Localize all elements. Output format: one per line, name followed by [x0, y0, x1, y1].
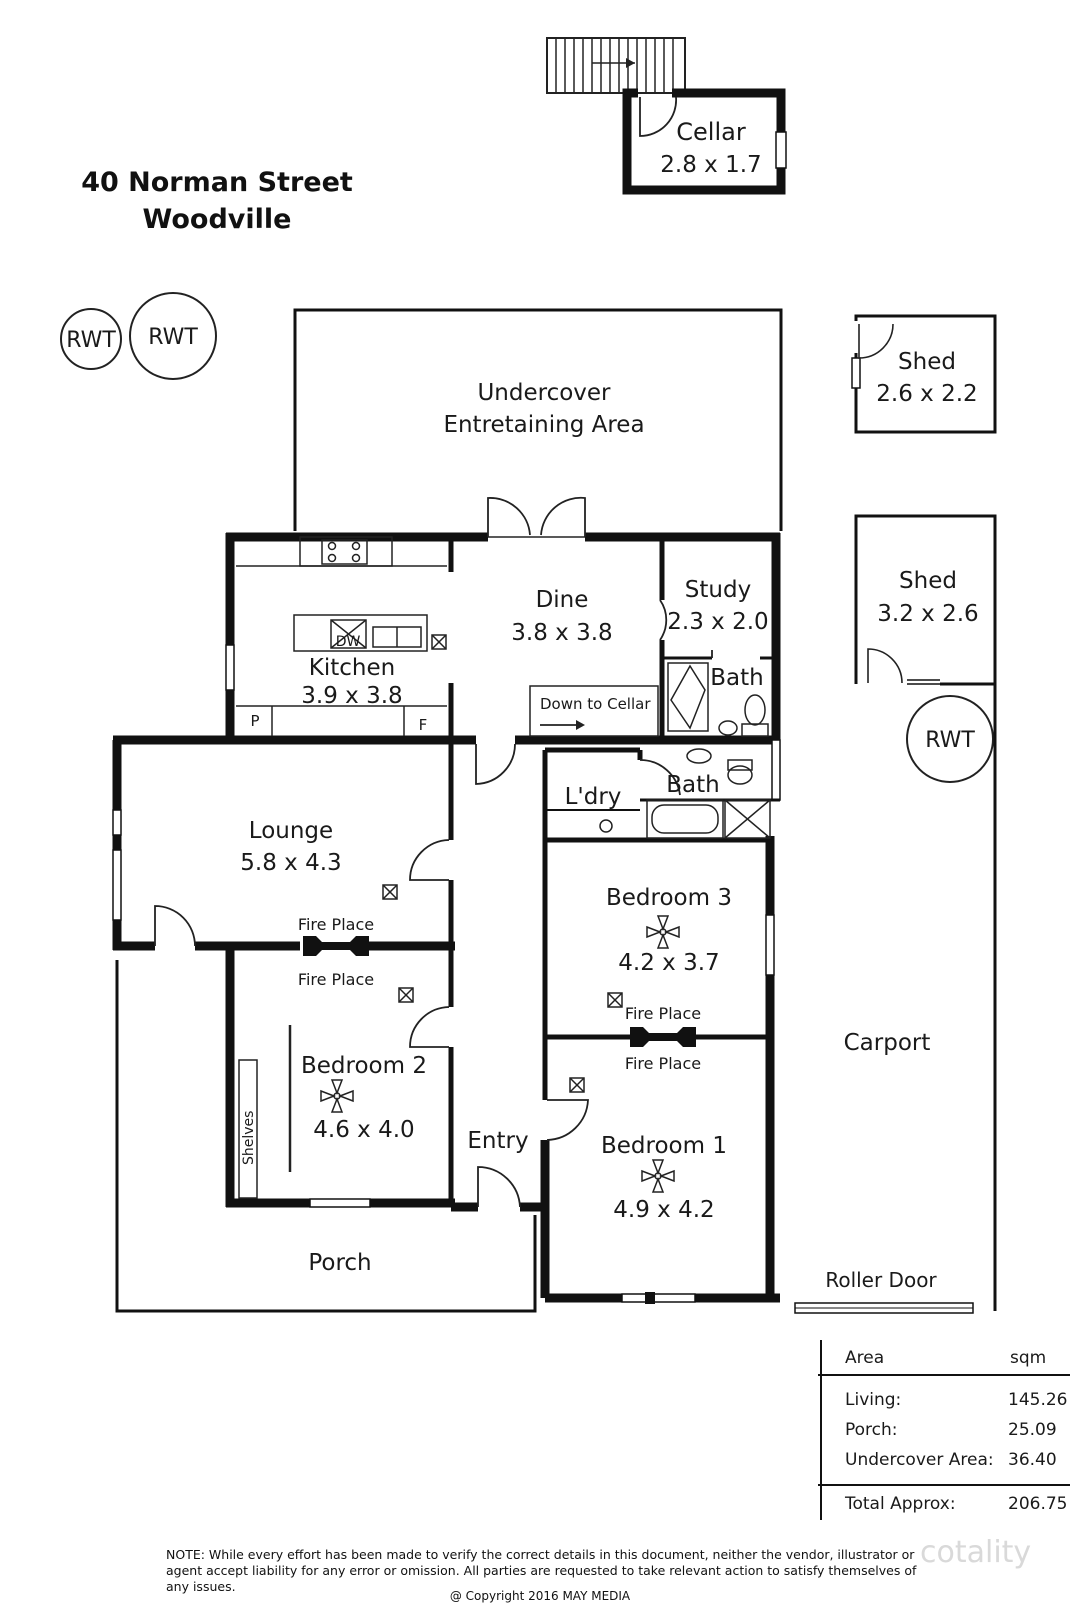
area-row-porch-value: 25.09	[1008, 1420, 1057, 1440]
area-row-living-value: 145.26	[1008, 1390, 1068, 1410]
area-row-porch-label: Porch:	[845, 1420, 898, 1440]
fire-place-label-lounge: Fire Place	[298, 915, 374, 934]
bedroom-2-name: Bedroom 2	[301, 1053, 427, 1079]
study-dims: 2.3 x 2.0	[667, 609, 768, 635]
fridge-label: F	[419, 716, 428, 734]
area-row-undercover-value: 36.40	[1008, 1450, 1057, 1470]
down-to-cellar-label: Down to Cellar	[540, 695, 651, 713]
area-total-value: 206.75	[1008, 1494, 1068, 1514]
pantry-label: P	[250, 712, 259, 730]
bath-2-name: Bath	[666, 772, 719, 798]
area-row-undercover-label: Undercover Area:	[845, 1450, 994, 1470]
lounge-name: Lounge	[249, 818, 333, 844]
undercover-area-outline	[293, 308, 783, 531]
kitchen-name: Kitchen	[309, 655, 395, 681]
bedroom-3-name: Bedroom 3	[606, 885, 732, 911]
study-name: Study	[685, 577, 751, 603]
dine-name: Dine	[536, 587, 589, 613]
bath-2-fixtures	[599, 748, 771, 839]
fire-place-label-bedroom3: Fire Place	[625, 1004, 701, 1023]
address-suburb: Woodville	[143, 204, 292, 235]
shed-1-walls	[851, 314, 997, 434]
bedroom-1-dims: 4.9 x 4.2	[613, 1197, 714, 1223]
area-table-total-rule	[818, 1484, 1070, 1486]
entry-name: Entry	[467, 1128, 528, 1154]
area-total-label: Total Approx:	[845, 1494, 956, 1514]
area-row-living-label: Living:	[845, 1390, 902, 1410]
smoke-detector-icon-kitchen	[431, 634, 447, 650]
bedroom-2-dims: 4.6 x 4.0	[313, 1117, 414, 1143]
shed-1-dims: 2.6 x 2.2	[876, 381, 977, 407]
fire-place-lounge-bed2	[303, 936, 369, 956]
rainwater-tank-3-label: RWT	[925, 728, 975, 753]
rainwater-tank-1	[60, 308, 122, 370]
down-to-cellar-box	[529, 685, 659, 737]
bedroom-3-dims: 4.2 x 3.7	[618, 950, 719, 976]
roller-door	[794, 1302, 974, 1314]
kitchen-fixtures	[236, 536, 447, 736]
undercover-label-line1: Undercover	[477, 380, 611, 406]
door-swings	[154, 496, 713, 1208]
smoke-detector-icon-lounge	[382, 884, 398, 900]
rainwater-tank-2	[129, 292, 217, 380]
fire-place-label-bedroom1: Fire Place	[625, 1054, 701, 1073]
area-table: Area sqm Living: 145.26 Porch: 25.09 Und…	[818, 1340, 1070, 1520]
shed-2-dims: 3.2 x 2.6	[877, 601, 978, 627]
dine-dims: 3.8 x 3.8	[511, 620, 612, 646]
copyright: @ Copyright 2016 MAY MEDIA	[449, 1589, 631, 1603]
smoke-detector-icon-bedroom3	[607, 992, 623, 1008]
shelves	[238, 1059, 258, 1199]
area-table-header-area: Area	[845, 1348, 885, 1368]
cellar-stairs	[546, 37, 686, 94]
cellar-walls	[622, 88, 787, 195]
disclaimer-note: NOTE: While every effort has been made t…	[166, 1547, 917, 1594]
shed-1-name: Shed	[898, 349, 956, 375]
area-table-header-rule	[818, 1374, 1070, 1376]
house-walls	[112, 532, 781, 1313]
dishwasher-label: DW	[336, 634, 361, 650]
down-to-cellar-arrow	[540, 720, 585, 730]
rainwater-tank-2-label: RWT	[148, 325, 198, 350]
area-table-header-unit: sqm	[1010, 1348, 1047, 1368]
carport-label: Carport	[844, 1030, 931, 1056]
shed-2-walls	[854, 514, 997, 686]
ceiling-fan-icon-bedroom1	[641, 1159, 675, 1193]
cellar-dims: 2.8 x 1.7	[660, 152, 761, 178]
smoke-detector-icon-bedroom2	[398, 987, 414, 1003]
bath-1-name: Bath	[710, 665, 763, 691]
watermark: cotality	[920, 1535, 1032, 1570]
shelves-label: Shelves	[241, 1111, 257, 1165]
kitchen-dims: 3.9 x 3.8	[301, 683, 402, 709]
ceiling-fan-icon-bedroom2	[320, 1079, 354, 1113]
roller-door-label: Roller Door	[825, 1268, 937, 1292]
lounge-dims: 5.8 x 4.3	[240, 850, 341, 876]
fire-place-label-bedroom2: Fire Place	[298, 970, 374, 989]
cellar-name: Cellar	[676, 118, 746, 146]
address-street: 40 Norman Street	[81, 167, 353, 198]
porch-name: Porch	[308, 1250, 371, 1276]
rainwater-tank-3	[906, 695, 994, 783]
undercover-label-line2: Entretaining Area	[443, 412, 644, 438]
bath-1-fixtures	[667, 662, 769, 737]
area-table-divider	[820, 1340, 822, 1520]
smoke-detector-icon-bedroom1	[569, 1077, 585, 1093]
fire-place-bed3-bed1	[630, 1027, 696, 1047]
shed-2-name: Shed	[899, 568, 957, 594]
laundry-name: L'dry	[565, 784, 622, 810]
bedroom-1-name: Bedroom 1	[601, 1133, 727, 1159]
rainwater-tank-1-label: RWT	[66, 328, 116, 353]
ceiling-fan-icon-bedroom3	[646, 915, 680, 949]
